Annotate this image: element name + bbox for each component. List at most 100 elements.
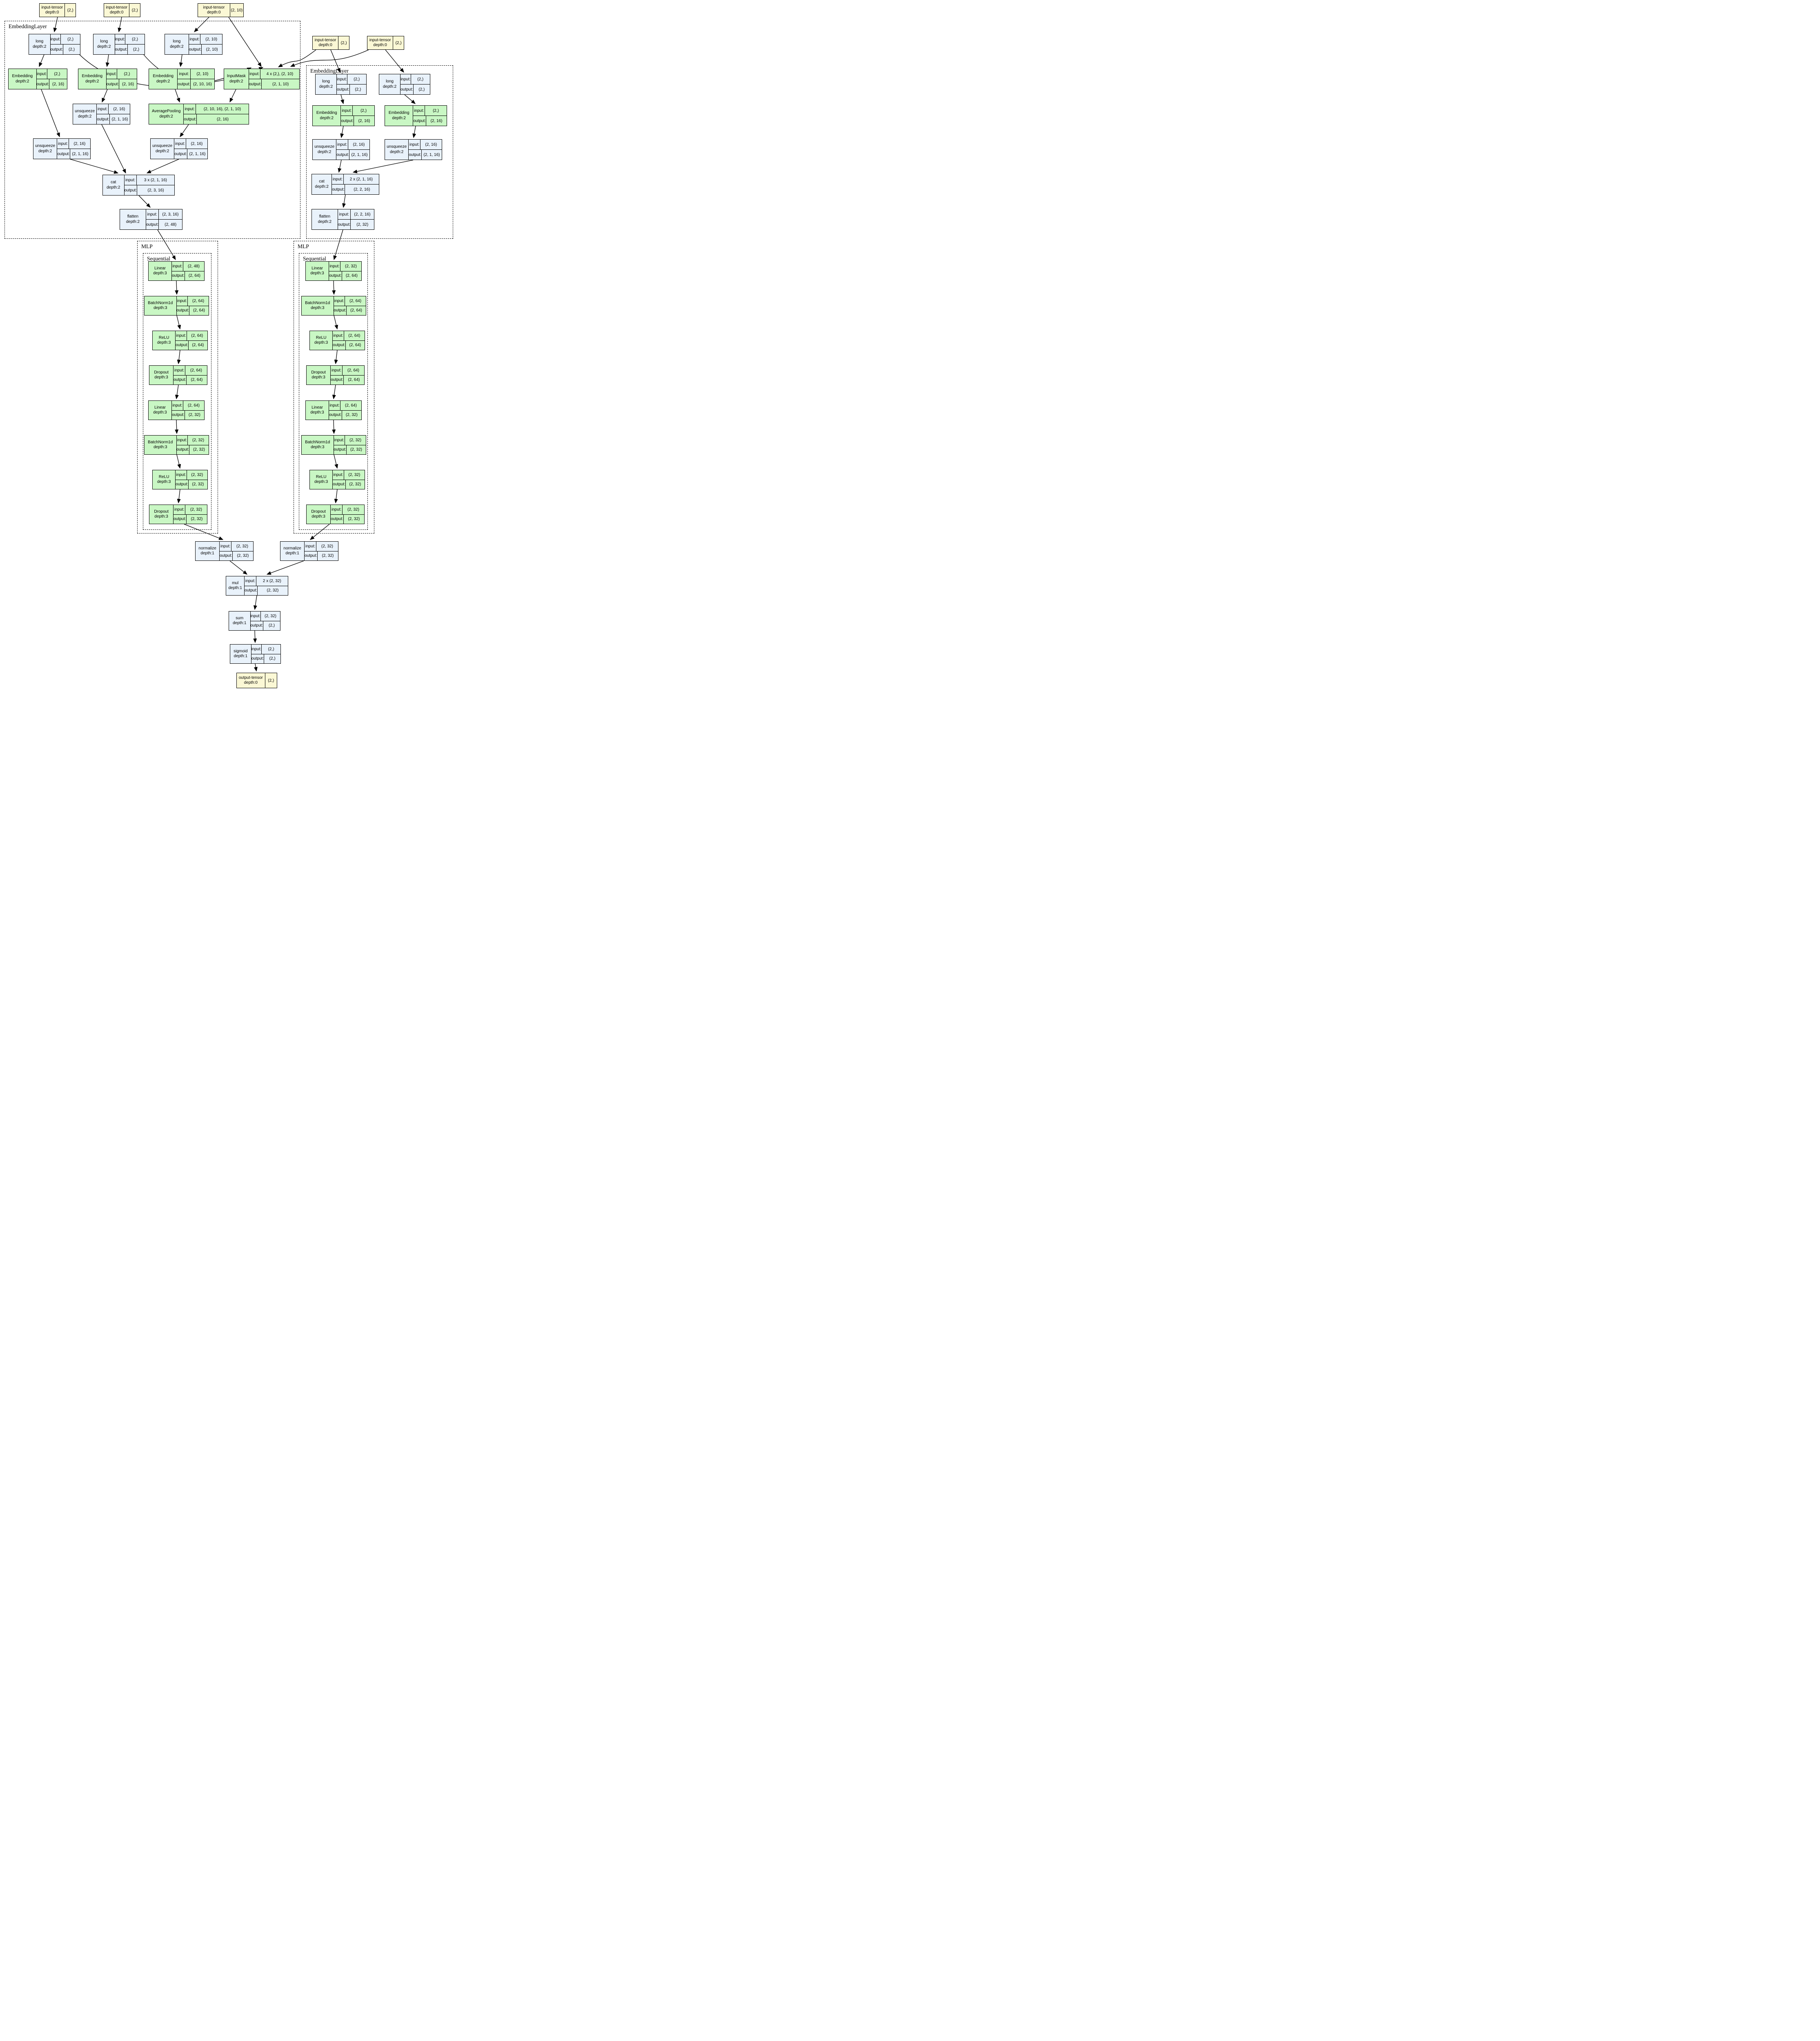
- node-linear-r1-output-shape: (2, 64): [341, 271, 361, 280]
- node-linear-r1-input-shape: (2, 32): [340, 262, 361, 271]
- node-embedding-2-output-shape: (2, 16): [119, 79, 137, 89]
- node-dropout-l2-input-label: input:: [174, 507, 185, 512]
- node-embedding-3-input-label: input:: [179, 71, 189, 76]
- node-linear-l1-input-label: input:: [172, 264, 182, 269]
- node-flatten-1-output-shape: (2, 48): [158, 220, 182, 229]
- node-unsqueeze-3-output-label: output:: [174, 151, 187, 156]
- node-sigmoid-input-label: input:: [251, 647, 262, 651]
- node-sum-output-shape: (2,): [263, 621, 280, 630]
- node-relu-r1-output-label: output:: [333, 343, 345, 348]
- node-dropout-l2-output-shape: (2, 32): [186, 514, 207, 524]
- node-embedding-5-output-label: output:: [413, 118, 426, 123]
- node-normalize-l-output-label: output:: [220, 554, 232, 558]
- node-long-3-input-shape: (2, 10): [200, 34, 222, 44]
- node-linear-r2-input-label: input:: [329, 403, 340, 408]
- node-normalize-r-input-shape: (2, 32): [316, 542, 338, 551]
- node-relu-l1-output-shape: (2, 64): [188, 340, 207, 350]
- node-averagepooling-output-shape: (2, 16): [196, 114, 249, 124]
- node-linear-l2-output-shape: (2, 32): [184, 410, 204, 420]
- node-averagepooling-input-shape: (2, 10, 16), (2, 1, 10): [195, 104, 249, 114]
- node-relu-r2-output-shape: (2, 32): [345, 480, 365, 489]
- node-embedding-4-input-shape: (2,): [352, 106, 374, 116]
- cluster-label-emb-left: EmbeddingLayer: [9, 23, 47, 29]
- node-relu-l1-input-label: input:: [176, 333, 186, 338]
- node-long-3-input-label: input:: [189, 37, 200, 42]
- node-unsqueeze-4-input-shape: (2, 16): [347, 140, 369, 149]
- node-shape-input-tensor-2: (2,): [131, 8, 138, 13]
- node-relu-l1-output-label: output:: [176, 343, 188, 348]
- node-linear-l1-output-label: output:: [172, 273, 185, 278]
- node-embedding-4-input-label: input:: [342, 108, 352, 113]
- node-relu-r2-input-shape: (2, 32): [343, 470, 365, 480]
- node-normalize-r-output-shape: (2, 32): [317, 551, 338, 560]
- node-unsqueeze-3-input-label: input:: [175, 141, 185, 146]
- node-linear-l2-input-label: input:: [172, 403, 182, 408]
- node-sum-input-shape: (2, 32): [260, 611, 280, 621]
- node-unsqueeze-5-input-shape: (2, 16): [420, 140, 442, 149]
- node-unsqueeze-1-output-label: output:: [57, 151, 70, 156]
- node-dropout-r2-output-label: output:: [331, 517, 343, 522]
- node-linear-r2-input-shape: (2, 64): [340, 401, 361, 410]
- node-linear-r2-output-shape: (2, 32): [341, 410, 361, 420]
- node-batchnorm-r2-output-shape: (2, 32): [346, 445, 366, 454]
- node-flatten-2-output-shape: (2, 32): [350, 220, 374, 229]
- node-mul-output-shape: (2, 32): [257, 586, 288, 595]
- edge-arrow-48: [266, 560, 304, 575]
- node-normalize-l-input-shape: (2, 32): [231, 542, 253, 551]
- node-unsqueeze-5-output-label: output:: [409, 152, 421, 157]
- node-unsqueeze-3-output-shape: (2, 1, 16): [187, 149, 207, 159]
- node-normalize-r-output-label: output:: [305, 554, 317, 558]
- node-dropout-r2-input-shape: (2, 32): [342, 505, 364, 514]
- node-relu-r1-output-shape: (2, 64): [345, 340, 365, 350]
- node-shape-input-tensor-1: (2,): [67, 8, 73, 13]
- node-inputmask-output-shape: (2, 1, 10): [261, 79, 299, 89]
- node-flatten-2-input-label: input:: [339, 212, 349, 217]
- node-linear-r1-output-label: output:: [329, 273, 342, 278]
- edge-arrow-47: [229, 560, 248, 575]
- node-batchnorm-l1-output-label: output:: [176, 308, 189, 313]
- node-averagepooling-input-label: input:: [185, 107, 195, 111]
- cluster-label-emb-right: EmbeddingLayer: [310, 68, 349, 74]
- node-relu-r1-input-label: input:: [333, 333, 343, 338]
- node-unsqueeze-1-input-label: input:: [58, 141, 68, 146]
- node-cat-1-output-label: output:: [124, 188, 137, 193]
